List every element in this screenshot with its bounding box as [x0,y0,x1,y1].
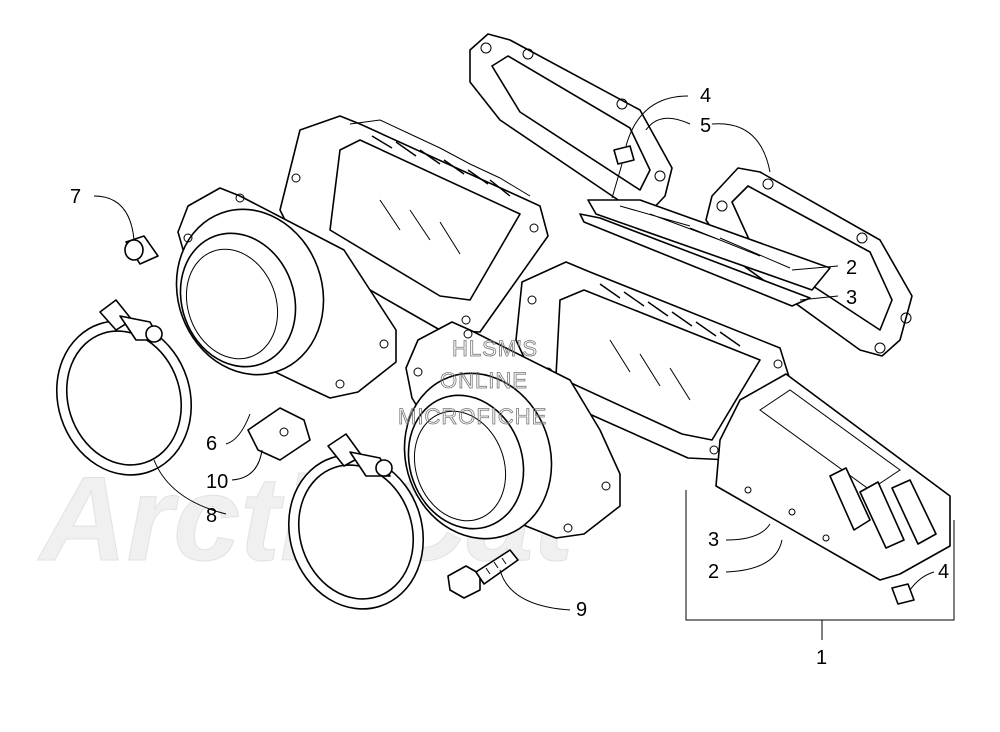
reed-petal-upper [587,199,831,291]
screw-lower [891,583,915,605]
callout-4-top: 4 [700,85,711,107]
reed-cage-upper [279,115,549,333]
reed-stopper-upper [579,213,811,307]
intake-boot-lower [403,321,621,540]
reed-assembly-lower [715,373,951,581]
callout-3-upper: 3 [846,287,857,309]
watermark-line-1: HLSM'S [452,336,538,361]
bracket-clip [247,407,311,461]
watermark: HLSM'S ONLINE MICROFICHE [398,336,547,430]
callout-10: 10 [206,471,228,493]
gasket-upper [469,33,673,215]
callout-6: 6 [206,433,217,455]
callouts: 7 6 10 8 9 4 5 2 3 3 2 4 1 [70,85,949,669]
callout-8: 9 [576,599,587,621]
screw-upper [611,145,635,199]
leader-lines [93,95,955,640]
watermark-line-2: ONLINE [440,368,528,393]
callout-5: 5 [700,115,711,137]
callout-9: 7 [70,186,81,208]
callout-2-upper: 2 [846,257,857,279]
intake-boot-upper [175,187,397,399]
hose-clamp-upper [55,299,193,476]
hex-bolt [447,549,519,599]
callout-2-lower: 2 [708,561,719,583]
callout-3-lower: 3 [708,529,719,551]
callout-1: 1 [816,647,827,669]
callout-7: 8 [206,505,217,527]
spacer-sleeve [124,235,159,265]
hose-clamp-lower [287,433,425,610]
watermark-line-3: MICROFICHE [398,404,547,429]
callout-4-lower: 4 [938,561,949,583]
